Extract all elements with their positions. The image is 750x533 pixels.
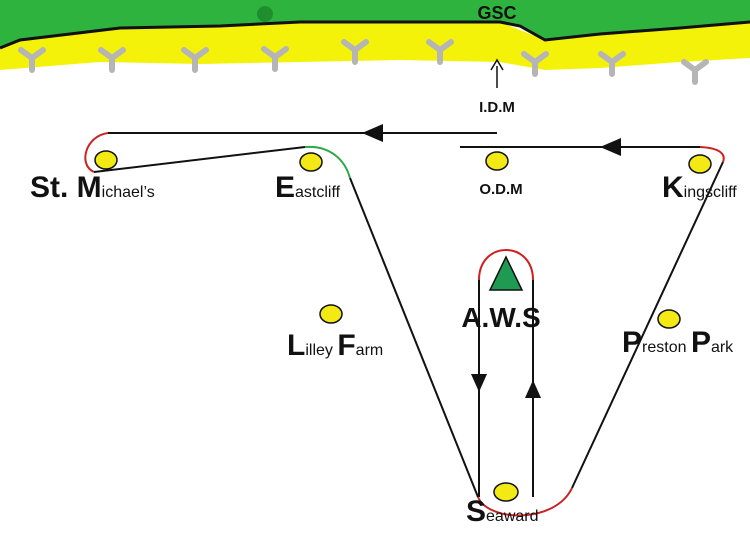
turn-arcs: [84, 132, 725, 517]
tripod-icon: [181, 47, 209, 73]
turn-st-michaels: [84, 132, 109, 173]
tripod-icon: [18, 47, 46, 73]
sand-strip: [0, 22, 750, 70]
station-seaward: [493, 482, 519, 502]
shoreline-edge: [0, 20, 750, 50]
tripod-icon: [341, 39, 369, 65]
route-lines: [93, 132, 724, 498]
triangle-icon: [488, 255, 524, 291]
aws-label: A.W.S: [461, 302, 540, 333]
turn-eastcliff: [304, 145, 351, 179]
station-kingscliff: [688, 154, 712, 174]
station-eastcliff: [299, 152, 323, 172]
arrow-left-icon: [362, 124, 383, 142]
odm-label: O.D.M: [479, 181, 522, 198]
tripod-icon-group: [18, 39, 709, 85]
tripod-icon: [521, 51, 549, 77]
tripod-icon: [426, 39, 454, 65]
label-lilley-farm: Lilley Farm: [287, 329, 383, 362]
grass-strip: [0, 0, 750, 48]
turn-seaward: [477, 487, 573, 517]
tripod-icon: [98, 47, 126, 73]
label-eastcliff: Eastcliff: [275, 171, 341, 204]
grass-dot: [257, 6, 273, 22]
label-st-michaels: St. Michael’s: [30, 171, 155, 204]
turn-kingscliff: [699, 146, 725, 163]
station-odm: [485, 151, 509, 171]
station-preston-park: [657, 309, 681, 329]
stations: [94, 150, 712, 502]
station-lilley-farm: [319, 304, 343, 324]
arrow-left-icon: [600, 138, 621, 156]
arrow-down-icon: [471, 374, 487, 392]
tripod-icon: [598, 51, 626, 77]
arrow-up-icon: [525, 380, 541, 398]
arrow-up-icon: [490, 58, 504, 88]
tripod-icon: [261, 46, 289, 72]
label-seaward: Seaward: [466, 495, 539, 528]
label-kingscliff: Kingscliff: [662, 171, 737, 204]
label-preston-park: Preston Park: [622, 326, 734, 359]
idm-label: I.D.M: [479, 99, 515, 116]
title-gsc: GSC: [477, 3, 516, 23]
tripod-icon: [681, 59, 709, 85]
turn-aws: [478, 249, 534, 281]
station-st-michaels: [94, 150, 118, 170]
